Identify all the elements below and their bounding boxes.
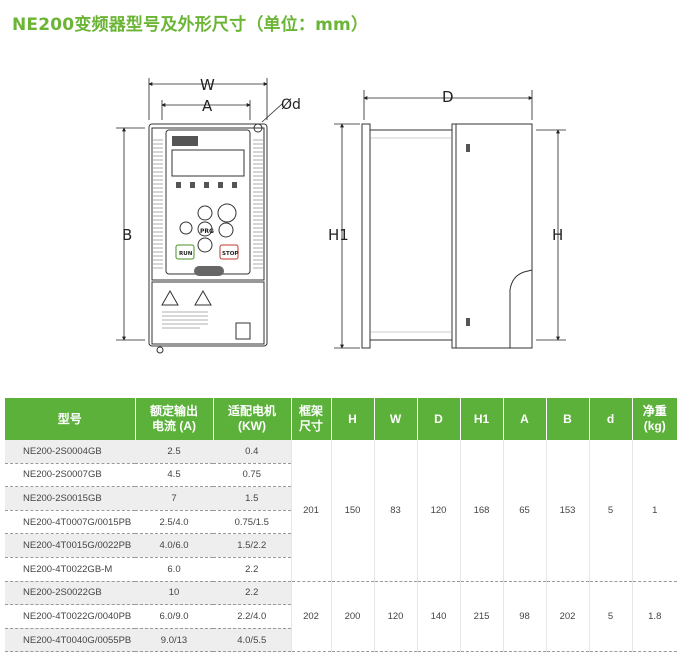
col-header-h: H bbox=[331, 398, 375, 440]
cell-weight: 1 bbox=[631, 440, 677, 582]
table-row: NE200-2S0022GB 10 2.2 202 200 120 140 21… bbox=[5, 581, 677, 653]
cell-d: 120 bbox=[416, 440, 460, 582]
right-vent bbox=[253, 139, 263, 269]
dim-label-w: W bbox=[200, 76, 215, 94]
front-dimensions bbox=[116, 78, 283, 341]
col-header-model: 型号 bbox=[5, 398, 136, 440]
cell-motor: 4.0/5.5 bbox=[213, 628, 291, 653]
cell-motor: 0.75/1.5 bbox=[213, 510, 291, 535]
cell-b: 153 bbox=[545, 440, 589, 582]
cell-motor: 2.2 bbox=[213, 557, 291, 582]
cell-model: NE200-2S0007GB bbox=[5, 463, 135, 488]
cell-h: 200 bbox=[330, 581, 374, 653]
cell-model: NE200-2S0004GB bbox=[5, 440, 135, 464]
cell-motor: 0.4 bbox=[213, 440, 291, 464]
warning-icon-2 bbox=[194, 289, 212, 306]
run-key-label: RUN bbox=[179, 251, 193, 257]
cell-current: 2.5/4.0 bbox=[135, 510, 213, 535]
terminal-cover bbox=[235, 322, 251, 340]
dim-label-depth: D bbox=[442, 88, 454, 106]
cell-model: NE200-4T0040G/0055PB bbox=[5, 628, 135, 653]
col-header-motor: 适配电机(KW) bbox=[213, 398, 292, 440]
cell-model: NE200-4T0015G/0022PB bbox=[5, 533, 135, 558]
lcd-display bbox=[171, 149, 245, 177]
dim-label-h1: H1 bbox=[328, 226, 349, 244]
cell-motor: 2.2/4.0 bbox=[213, 604, 291, 629]
cell-current: 6.0 bbox=[135, 557, 213, 582]
col-header-h1: H1 bbox=[460, 398, 504, 440]
cell-a: 65 bbox=[502, 440, 546, 582]
cell-diameter: 5 bbox=[588, 440, 632, 582]
side-dimensions bbox=[334, 90, 566, 349]
table-row: NE200-2S0007GB 4.5 0.75 bbox=[5, 463, 677, 488]
cell-h1: 215 bbox=[459, 581, 503, 653]
cell-motor: 1.5 bbox=[213, 486, 291, 511]
brand-logo bbox=[172, 136, 198, 146]
brand-plate bbox=[194, 266, 224, 276]
cell-current: 4.5 bbox=[135, 463, 213, 488]
col-header-b: B bbox=[546, 398, 590, 440]
cell-model: NE200-2S0022GB bbox=[5, 581, 135, 606]
cell-frame: 202 bbox=[290, 581, 331, 653]
col-header-d: D bbox=[417, 398, 461, 440]
cell-model: NE200-4T0022G/0040PB bbox=[5, 604, 135, 629]
table-header-row: 型号 额定输出电流 (A) 适配电机(KW) 框架尺寸 H W D H1 A B… bbox=[5, 398, 677, 440]
cell-w: 83 bbox=[373, 440, 417, 582]
cell-h1: 168 bbox=[459, 440, 503, 582]
cell-current: 7 bbox=[135, 486, 213, 511]
warning-icon bbox=[161, 289, 179, 306]
cell-a: 98 bbox=[502, 581, 546, 653]
prg-key-label: PRG bbox=[200, 228, 214, 235]
front-view: PRG RUN STOP bbox=[148, 123, 268, 354]
table-row: NE200-2S0004GB 2.5 0.4 201 150 83 120 16… bbox=[5, 440, 677, 582]
stop-key-label: STOP bbox=[222, 251, 238, 257]
table-row: NE200-4T0015G/0022PB 4.0/6.0 1.5/2.2 bbox=[5, 533, 677, 558]
dim-label-b: B bbox=[122, 226, 132, 244]
left-vent bbox=[153, 139, 163, 269]
side-view bbox=[361, 123, 533, 349]
cell-frame: 201 bbox=[290, 440, 331, 582]
cell-b: 202 bbox=[545, 581, 589, 653]
col-header-w: W bbox=[374, 398, 418, 440]
cell-motor: 1.5/2.2 bbox=[213, 533, 291, 558]
cell-model: NE200-4T0007G/0015PB bbox=[5, 510, 135, 535]
table-row: NE200-4T0022GB-M 6.0 2.2 bbox=[5, 557, 677, 582]
dim-label-h: H bbox=[552, 226, 563, 244]
cell-weight: 1.8 bbox=[631, 581, 677, 653]
cell-h: 150 bbox=[330, 440, 374, 582]
table-row: NE200-2S0015GB 7 1.5 bbox=[5, 486, 677, 511]
dim-label-diameter: Ød bbox=[281, 97, 301, 113]
table-row: NE200-4T0040G/0055PB 9.0/13 4.0/5.5 bbox=[5, 628, 677, 653]
dimension-drawing: PRG RUN STOP W A B Ød bbox=[116, 76, 566, 354]
cell-current: 10 bbox=[135, 581, 213, 606]
cell-current: 2.5 bbox=[135, 440, 213, 464]
cell-current: 4.0/6.0 bbox=[135, 533, 213, 558]
cell-motor: 0.75 bbox=[213, 463, 291, 488]
table-row: NE200-4T0007G/0015PB 2.5/4.0 0.75/1.5 bbox=[5, 510, 677, 535]
col-header-a: A bbox=[503, 398, 547, 440]
status-leds bbox=[176, 182, 237, 188]
dim-label-a: A bbox=[202, 97, 213, 115]
cell-diameter: 5 bbox=[588, 581, 632, 653]
col-header-current: 额定输出电流 (A) bbox=[135, 398, 214, 440]
cell-w: 120 bbox=[373, 581, 417, 653]
cell-model: NE200-4T0022GB-M bbox=[5, 557, 135, 582]
cell-model: NE200-2S0015GB bbox=[5, 486, 135, 511]
table-row: NE200-4T0022G/0040PB 6.0/9.0 2.2/4.0 bbox=[5, 604, 677, 629]
spec-table: 型号 额定输出电流 (A) 适配电机(KW) 框架尺寸 H W D H1 A B… bbox=[5, 398, 677, 653]
cell-current: 6.0/9.0 bbox=[135, 604, 213, 629]
cell-d: 140 bbox=[416, 581, 460, 653]
col-header-diameter: d bbox=[589, 398, 633, 440]
col-header-frame: 框架尺寸 bbox=[291, 398, 332, 440]
col-header-weight: 净重(kg) bbox=[632, 398, 677, 440]
page-title: NE200变频器型号及外形尺寸（单位：mm） bbox=[12, 15, 369, 35]
cell-motor: 2.2 bbox=[213, 581, 291, 606]
cell-current: 9.0/13 bbox=[135, 628, 213, 653]
